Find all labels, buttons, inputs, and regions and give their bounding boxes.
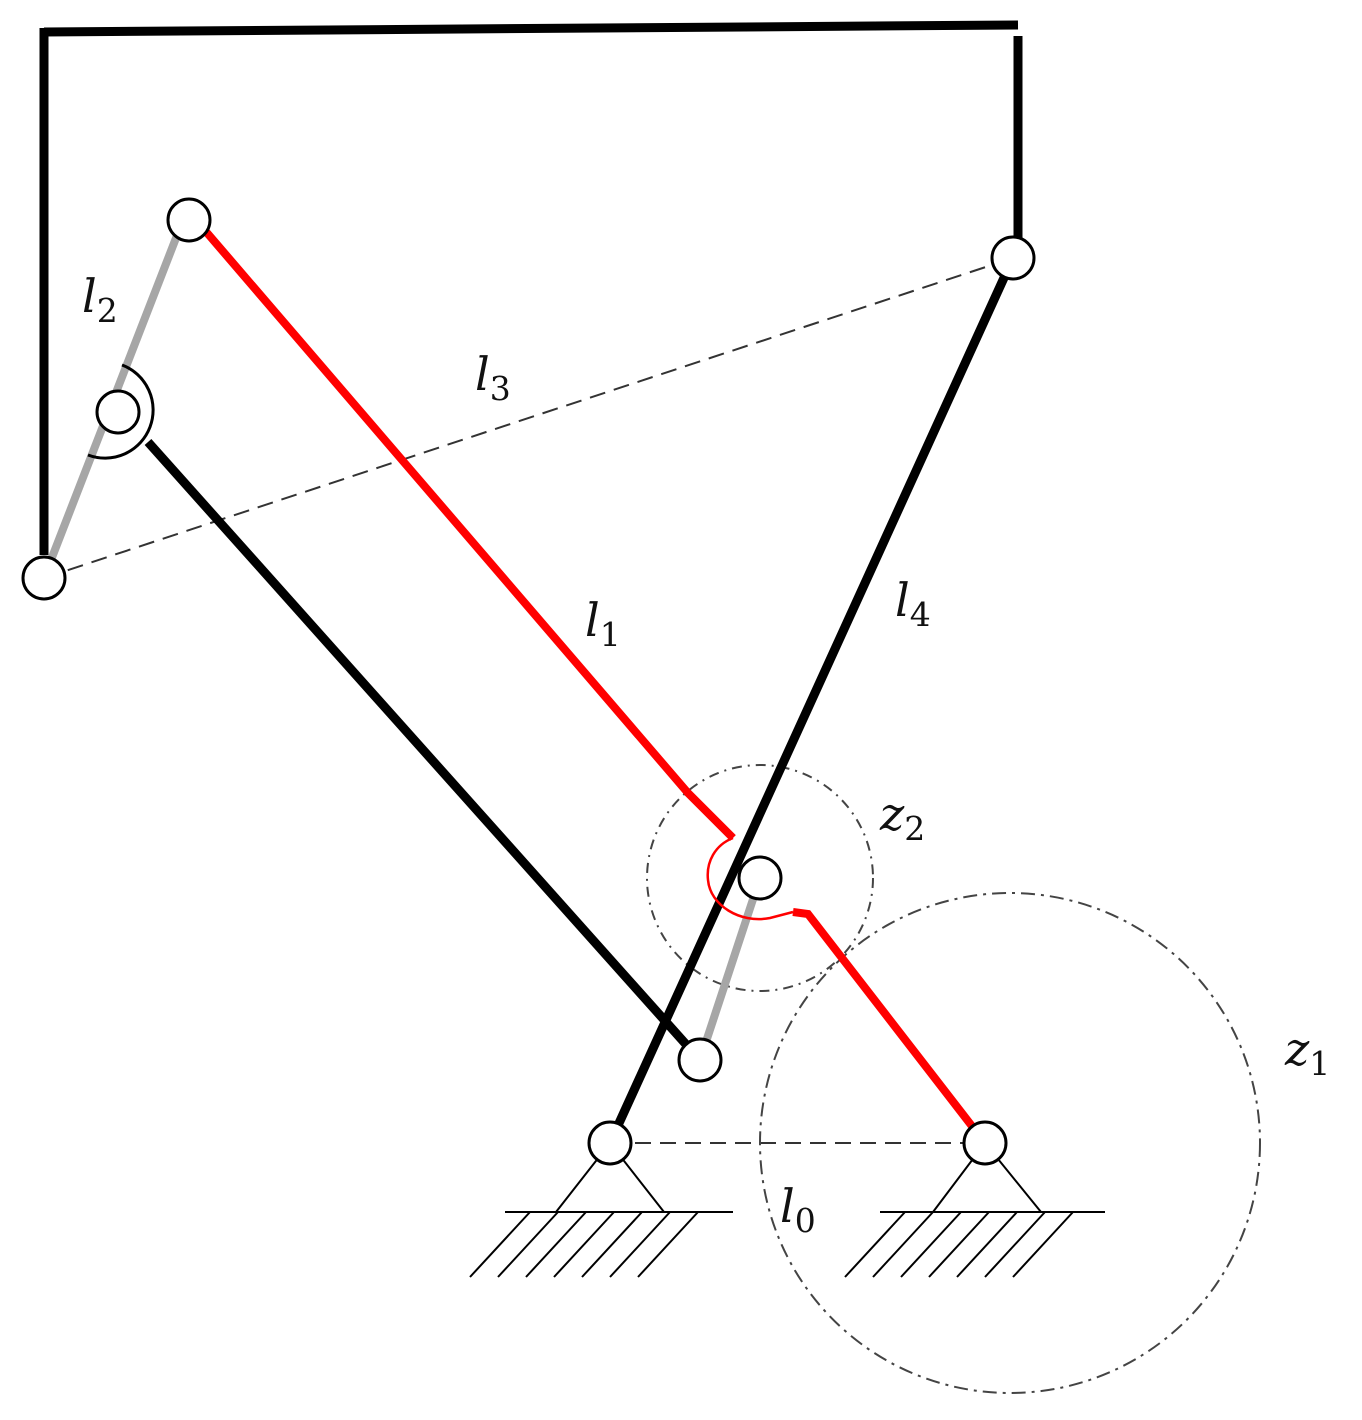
joint-left-middle	[95, 389, 141, 435]
joint-lower	[677, 1037, 723, 1083]
ground-support-left	[469, 1142, 733, 1278]
l3-dashed-line	[43, 257, 1014, 579]
joint-top-right	[990, 235, 1036, 281]
joint-top-left	[166, 197, 212, 243]
label-l3: l3	[475, 347, 511, 408]
label-l0: l0	[780, 1179, 816, 1240]
l1-link	[192, 217, 989, 1146]
joint-gear-z2-center	[737, 855, 783, 901]
joint-left-bottom	[21, 555, 67, 601]
top-frame	[39, 20, 1023, 555]
pivot-joints	[21, 197, 1036, 1166]
gear-z1-circle	[759, 892, 1261, 1394]
ground-support-right	[844, 1142, 1105, 1278]
label-l2: l2	[82, 269, 118, 330]
left-joint-ring	[87, 363, 155, 460]
label-z2: z2	[879, 787, 925, 848]
l4-link	[605, 256, 1018, 1145]
label-l1: l1	[585, 593, 621, 654]
joint-ground-left	[587, 1120, 633, 1166]
lower-gray-link	[696, 876, 764, 1062]
black-diagonal-link	[144, 439, 704, 1063]
gear-z2-circle	[646, 764, 874, 992]
label-l4: l4	[895, 573, 931, 634]
label-z1: z1	[1284, 1022, 1330, 1083]
joint-ground-right	[962, 1120, 1008, 1166]
